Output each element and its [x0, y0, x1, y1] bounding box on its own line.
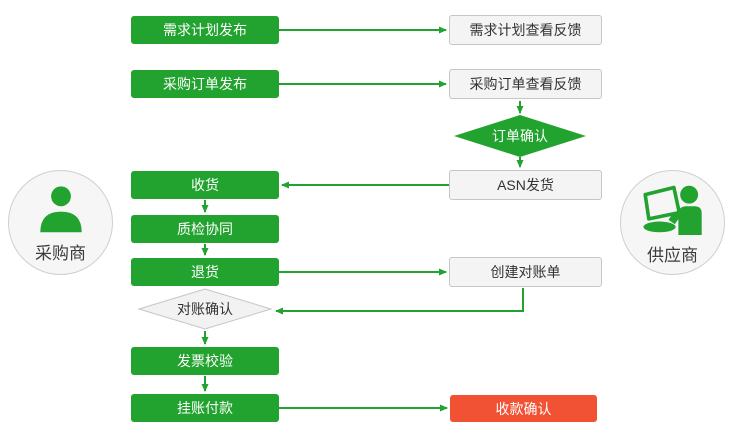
diamond-shape-icon [454, 115, 586, 157]
flow-node-demand-publish: 需求计划发布 [131, 16, 279, 44]
supplier-actor: 供应商 [620, 170, 725, 275]
diamond-shape-icon [138, 288, 272, 330]
flow-decision-statement-confirm: 对账确认 [138, 288, 272, 330]
flow-node-receive: 收货 [131, 171, 279, 199]
buyer-label: 采购商 [35, 244, 86, 263]
flow-node-return-goods: 退货 [131, 258, 279, 286]
flow-node-receipt-confirm: 收款确认 [450, 395, 597, 422]
flow-node-demand-feedback: 需求计划查看反馈 [449, 15, 602, 45]
flow-node-create-statement: 创建对账单 [449, 257, 602, 287]
flow-decision-order-confirm: 订单确认 [454, 115, 586, 157]
buyer-actor: 采购商 [8, 170, 113, 275]
flow-node-quality-collab: 质检协同 [131, 215, 279, 243]
flow-node-payment: 挂账付款 [131, 394, 279, 422]
buyer-person-icon [34, 183, 88, 238]
flow-node-po-feedback: 采购订单查看反馈 [449, 69, 602, 99]
flow-node-asn-ship: ASN发货 [449, 170, 602, 200]
supplier-label: 供应商 [647, 246, 698, 265]
flow-node-po-publish: 采购订单发布 [131, 70, 279, 98]
order-confirm-label: 订单确认 [492, 128, 548, 144]
statement-confirm-label: 对账确认 [177, 301, 233, 317]
supplier-laptop-person-icon [640, 183, 706, 240]
flow-node-invoice-check: 发票校验 [131, 347, 279, 375]
